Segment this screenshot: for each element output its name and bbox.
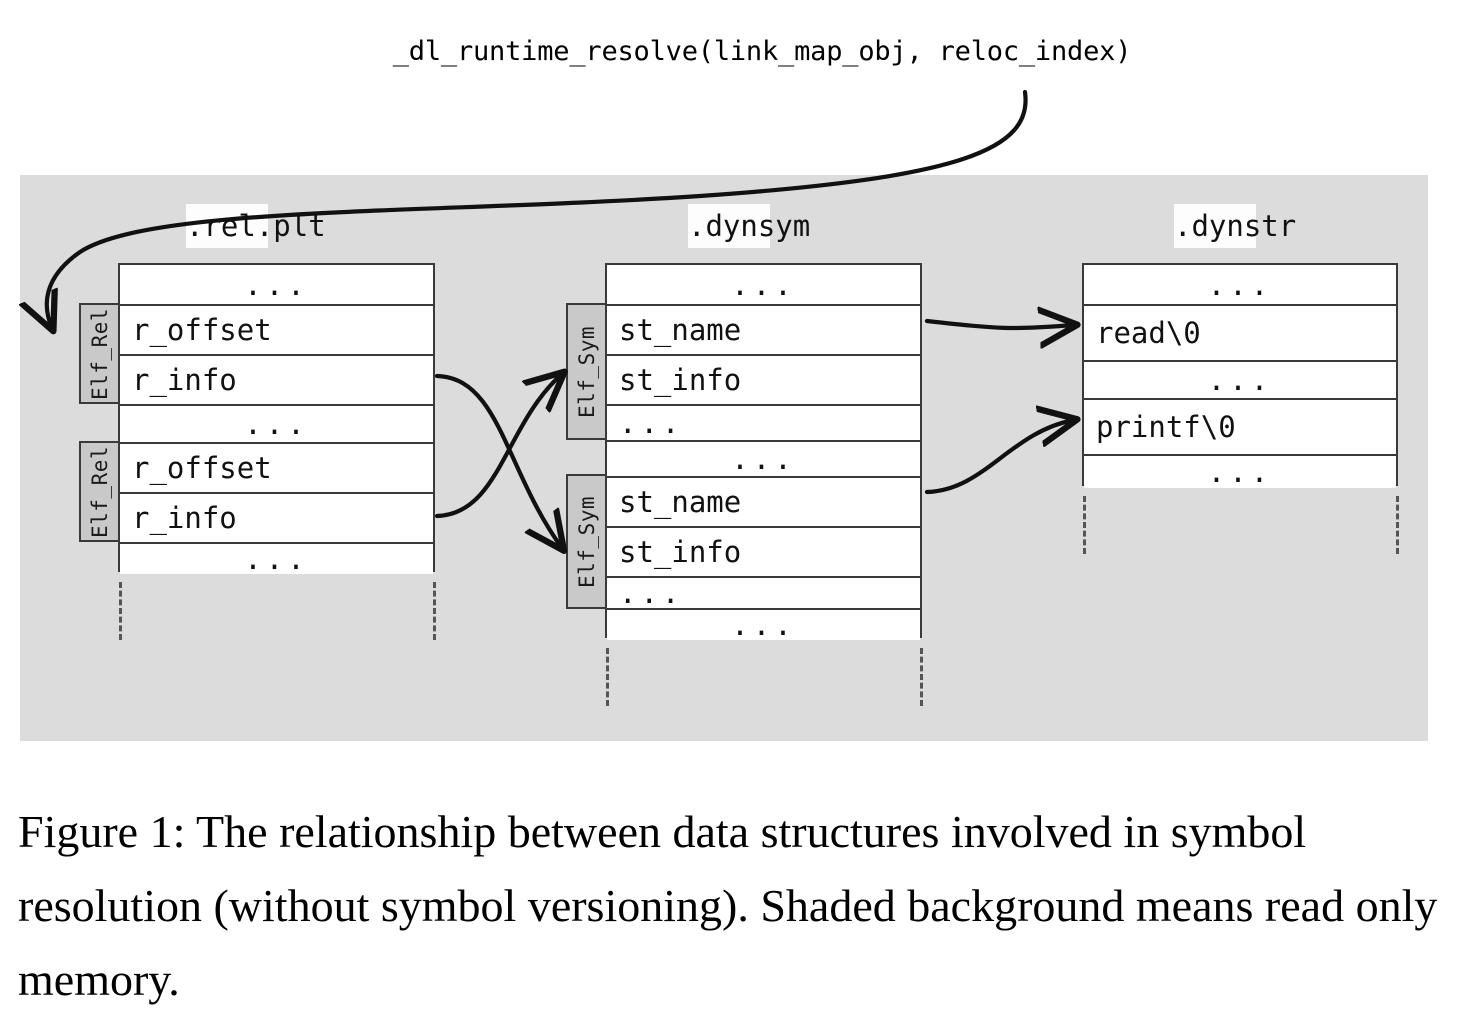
continuation-dash-left <box>1083 496 1086 554</box>
dl-runtime-resolve-call-label: _dl_runtime_resolve(link_map_obj, reloc_… <box>0 36 1476 67</box>
continuation-dash-left <box>606 648 609 706</box>
table-row: ... <box>607 610 920 640</box>
struct-tab-elf-rel: Elf_Rel <box>79 441 120 542</box>
struct-tab-elf-rel: Elf_Rel <box>79 303 120 404</box>
table-dynsym: ... st_name st_info ... ... st_name st_i… <box>605 263 922 640</box>
struct-tab-label: Elf_Rel <box>87 307 112 400</box>
continuation-dash-left <box>119 582 122 640</box>
table-row: st_name <box>607 306 920 356</box>
table-row: ... <box>120 265 433 306</box>
field-r-info: r_info <box>132 363 237 397</box>
continuation-dash-right <box>1396 496 1399 554</box>
table-rel-plt: ... r_offset r_info ... r_offset r_info … <box>118 263 435 574</box>
table-row: ... <box>1084 456 1396 488</box>
struct-tab-label: Elf_Rel <box>87 445 112 538</box>
field-r-info: r_info <box>132 501 237 535</box>
struct-tab-elf-sym: Elf_Sym <box>566 474 607 609</box>
ellipsis-text: ... <box>244 407 309 441</box>
struct-tab-label: Elf_Sym <box>574 495 599 588</box>
table-row: ... <box>607 265 920 306</box>
section-label-dynstr: .dynstr <box>1174 204 1296 248</box>
string-entry-read: read\0 <box>1096 316 1201 350</box>
field-st-info: st_info <box>619 535 742 569</box>
struct-tab-label: Elf_Sym <box>574 325 599 418</box>
ellipsis-text: ... <box>1207 267 1273 302</box>
string-entry-printf: printf\0 <box>1096 410 1236 444</box>
field-r-offset: r_offset <box>132 451 272 485</box>
table-row: ... <box>607 442 920 478</box>
table-row: st_name <box>607 478 920 528</box>
ellipsis-text: ... <box>619 406 684 440</box>
field-st-name: st_name <box>619 313 742 347</box>
table-row: ... <box>120 544 433 574</box>
table-row: r_offset <box>120 444 433 494</box>
ellipsis-text: ... <box>731 267 796 302</box>
struct-tab-elf-sym: Elf_Sym <box>566 303 607 440</box>
ellipsis-text: ... <box>731 610 796 640</box>
table-dynstr: ... read\0 ... printf\0 ... <box>1082 263 1398 488</box>
table-row: ... <box>607 406 920 442</box>
table-row: st_info <box>607 528 920 578</box>
field-st-name: st_name <box>619 485 742 519</box>
continuation-dash-right <box>433 582 436 640</box>
call-signature-text: _dl_runtime_resolve(link_map_obj, reloc_… <box>392 36 1132 67</box>
table-row: r_info <box>120 494 433 544</box>
continuation-dash-right <box>920 648 923 706</box>
figure-caption: Figure 1: The relationship between data … <box>18 806 1438 1005</box>
ellipsis-text: ... <box>244 544 309 574</box>
ellipsis-text: ... <box>244 267 309 302</box>
table-row: ... <box>607 578 920 610</box>
section-label-dynsym: .dynsym <box>688 204 810 248</box>
field-r-offset: r_offset <box>132 313 272 347</box>
table-row: ... <box>1084 265 1396 306</box>
table-row: st_info <box>607 356 920 406</box>
ellipsis-text: ... <box>1207 456 1273 488</box>
ellipsis-text: ... <box>731 442 796 476</box>
table-row: r_offset <box>120 306 433 356</box>
table-row: ... <box>120 406 433 444</box>
table-row: r_info <box>120 356 433 406</box>
ellipsis-text: ... <box>619 578 684 610</box>
section-label-rel-plt: .rel.plt <box>186 204 326 248</box>
field-st-info: st_info <box>619 363 742 397</box>
table-row: printf\0 <box>1084 400 1396 456</box>
table-row: ... <box>1084 362 1396 400</box>
table-row: read\0 <box>1084 306 1396 362</box>
ellipsis-text: ... <box>1207 363 1273 397</box>
